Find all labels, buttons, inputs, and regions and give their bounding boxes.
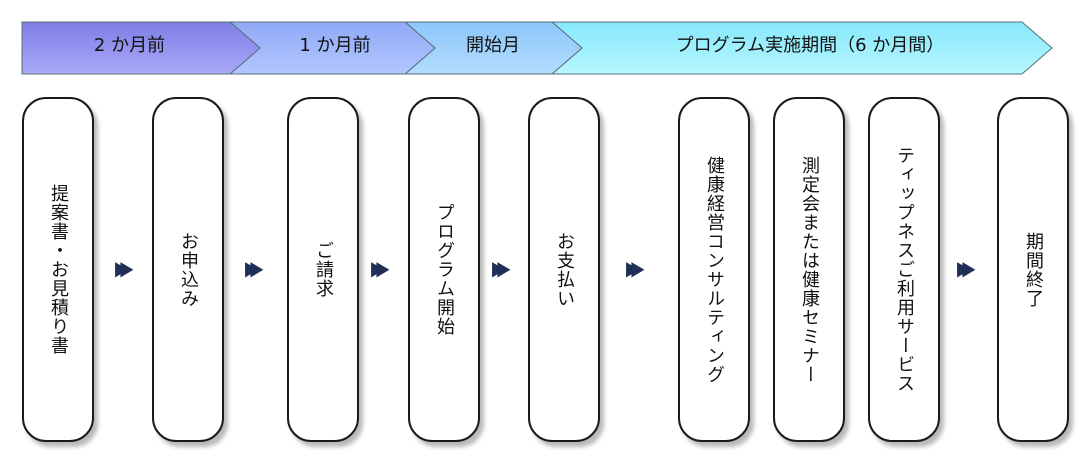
step-card-invoice: ご請求 [287,97,359,442]
step-label: 健康経営コンサルティング [704,155,725,384]
step-label: プログラム開始 [434,203,455,336]
phase-label-start-month: 開始月 [466,35,520,56]
step-label: ご請求 [313,241,334,298]
step-card-measurement-seminar: 測定会または健康セミナー [773,97,845,442]
phase-label-1-month-before: 1 か月前 [299,35,371,56]
step-label: 測定会または健康セミナー [799,155,820,384]
step-card-program-start: プログラム開始 [408,97,480,442]
step-card-period-end: 期間終了 [997,97,1069,442]
phase-label-program-period: プログラム実施期間（6 か月間） [675,35,945,56]
phase-label-2-months-before: 2 か月前 [93,35,166,56]
double-chevron-right-icon: ▶▶ [114,256,133,280]
phase-segment-1 [21,21,261,75]
double-chevron-right-icon: ▶▶ [491,256,510,280]
step-card-consulting: 健康経営コンサルティング [678,97,750,442]
step-card-application: お申込み [152,97,224,442]
step-label: 期間終了 [1023,231,1044,308]
step-label: お申込み [178,231,199,308]
step-label: ティップネスご利用サービス [894,146,915,393]
double-chevron-right-icon: ▶▶ [244,256,263,280]
step-label: お支払い [554,231,575,308]
double-chevron-right-icon: ▶▶ [370,256,389,280]
step-label: 提案書・お見積り書 [48,184,69,355]
step-card-proposal: 提案書・お見積り書 [22,97,94,442]
double-chevron-right-icon: ▶▶ [625,256,644,280]
step-card-payment: お支払い [528,97,600,442]
double-chevron-right-icon: ▶▶ [956,256,975,280]
phase-timeline [21,21,1053,75]
step-card-tipness-service: ティップネスご利用サービス [868,97,940,442]
